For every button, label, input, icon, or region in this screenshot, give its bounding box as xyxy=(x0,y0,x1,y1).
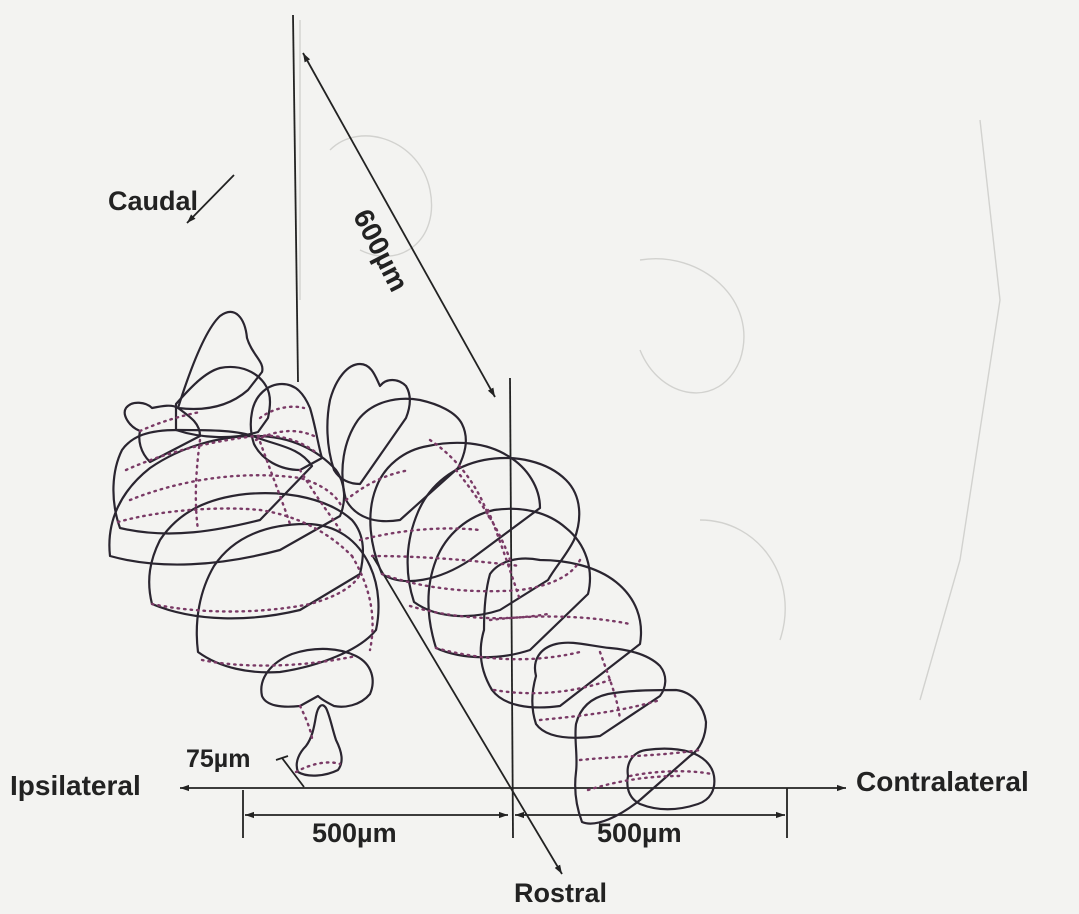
75um-dimension-label: 75µm xyxy=(186,747,250,772)
section-outline xyxy=(297,705,342,775)
dotted-contour xyxy=(430,440,490,520)
faint-background-shapes xyxy=(300,20,1000,700)
section-outline xyxy=(113,430,312,533)
dotted-contour xyxy=(488,510,520,600)
section-outline xyxy=(342,399,465,521)
dotted-contour xyxy=(140,412,200,431)
section-outline xyxy=(327,364,409,484)
dotted-contour xyxy=(410,606,548,618)
dotted-contour xyxy=(372,556,520,566)
dotted-contours xyxy=(118,407,712,790)
dotted-contour xyxy=(300,470,340,530)
dotted-contour xyxy=(540,700,660,720)
section-outline xyxy=(125,403,200,462)
500um-right-label: 500µm xyxy=(597,820,682,847)
dotted-contour xyxy=(196,440,200,530)
dotted-contour xyxy=(436,648,580,659)
dotted-contour xyxy=(300,706,312,738)
caudal-label: Caudal xyxy=(108,188,198,215)
dotted-contour xyxy=(296,762,340,772)
section-outline xyxy=(261,649,372,707)
midline-vertical-line xyxy=(510,378,513,838)
600um-dimension-arrow xyxy=(303,53,495,397)
section-outline xyxy=(178,312,262,409)
dotted-contour xyxy=(360,528,480,540)
contralateral-label: Contralateral xyxy=(856,768,1029,796)
dotted-contour xyxy=(260,407,304,418)
caudal-vertical-line xyxy=(293,15,298,382)
right-section-cluster xyxy=(327,364,714,824)
dotted-contour xyxy=(130,475,342,508)
ipsilateral-label: Ipsilateral xyxy=(10,772,141,800)
rostral-label: Rostral xyxy=(514,880,607,907)
500um-left-label: 500µm xyxy=(312,820,397,847)
dotted-contour xyxy=(258,436,290,524)
section-outline xyxy=(408,458,580,616)
section-outline xyxy=(481,559,641,708)
